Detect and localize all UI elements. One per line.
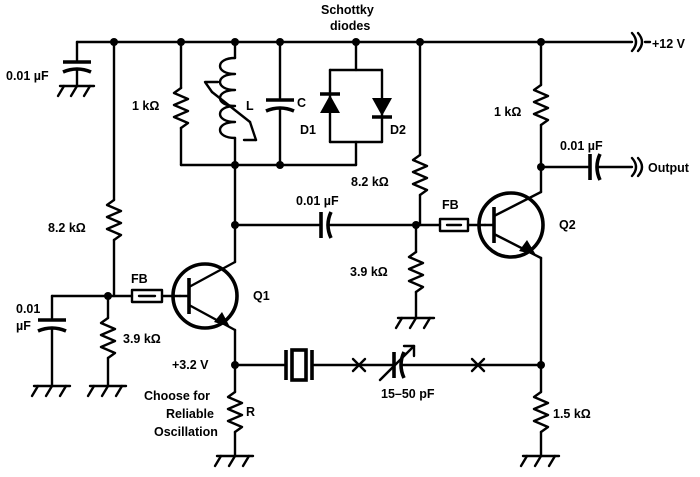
ferrite-bead-q1 <box>130 288 182 304</box>
supply-rail <box>75 31 652 53</box>
label-cap-coupling: 0.01 µF <box>296 194 339 208</box>
label-note-3: Oscillation <box>154 425 218 439</box>
label-r-collector: 1 kΩ <box>494 105 521 119</box>
capacitor-output <box>539 153 644 181</box>
label-r-1k5: 1.5 kΩ <box>553 407 591 421</box>
label-supply: +12 V <box>652 37 686 51</box>
label-r-tank: 1 kΩ <box>132 99 159 113</box>
label-cap-top-left: 0.01 µF <box>6 69 49 83</box>
label-inductor: L <box>246 99 254 113</box>
resistor-3k9-left <box>86 294 128 398</box>
capacitor-left-bypass <box>30 294 72 398</box>
label-cap-output: 0.01 µF <box>560 139 603 153</box>
label-cap-c: C <box>297 96 306 110</box>
label-d2: D2 <box>390 123 406 137</box>
label-q2: Q2 <box>559 218 576 232</box>
label-q1: Q1 <box>253 289 270 303</box>
label-r-8k2-left: 8.2 kΩ <box>48 221 86 235</box>
transistor-q1 <box>171 260 239 332</box>
schottky-diodes <box>320 40 392 167</box>
capacitor-c <box>265 40 295 167</box>
label-fb-left: FB <box>131 272 148 286</box>
label-trimmer: 15–50 pF <box>381 387 435 401</box>
capacitor-top-left <box>56 40 96 98</box>
label-cap-left-unit: µF <box>16 319 31 333</box>
resistor-1k-collector <box>532 40 550 194</box>
resistor-8k2-left <box>105 40 123 298</box>
label-note-1: Choose for <box>144 389 210 403</box>
resistor-1k5 <box>519 256 561 468</box>
label-output: Output <box>648 161 690 175</box>
label-fb-right: FB <box>442 198 459 212</box>
ferrite-bead-q2 <box>438 217 487 233</box>
inductor-l <box>203 40 258 167</box>
capacitor-coupling <box>233 211 442 239</box>
label-r-3k9-right: 3.9 kΩ <box>350 265 388 279</box>
label-diodes: diodes <box>330 19 370 33</box>
transistor-q2 <box>477 190 545 260</box>
crystal-and-trimmer <box>233 344 543 382</box>
resistor-1k-tank <box>172 40 358 167</box>
resistor-8k2-right <box>411 40 429 227</box>
label-schottky: Schottky <box>321 3 374 17</box>
label-d1: D1 <box>300 123 316 137</box>
label-cap-left-value: 0.01 <box>16 302 40 316</box>
label-r: R <box>246 405 255 419</box>
resistor-r <box>213 390 255 468</box>
label-r-8k2-right: 8.2 kΩ <box>351 175 389 189</box>
label-bias-voltage: +3.2 V <box>172 358 209 372</box>
label-r-3k9-left: 3.9 kΩ <box>123 332 161 346</box>
label-note-2: Reliable <box>166 407 214 421</box>
resistor-3k9-right <box>394 223 436 330</box>
